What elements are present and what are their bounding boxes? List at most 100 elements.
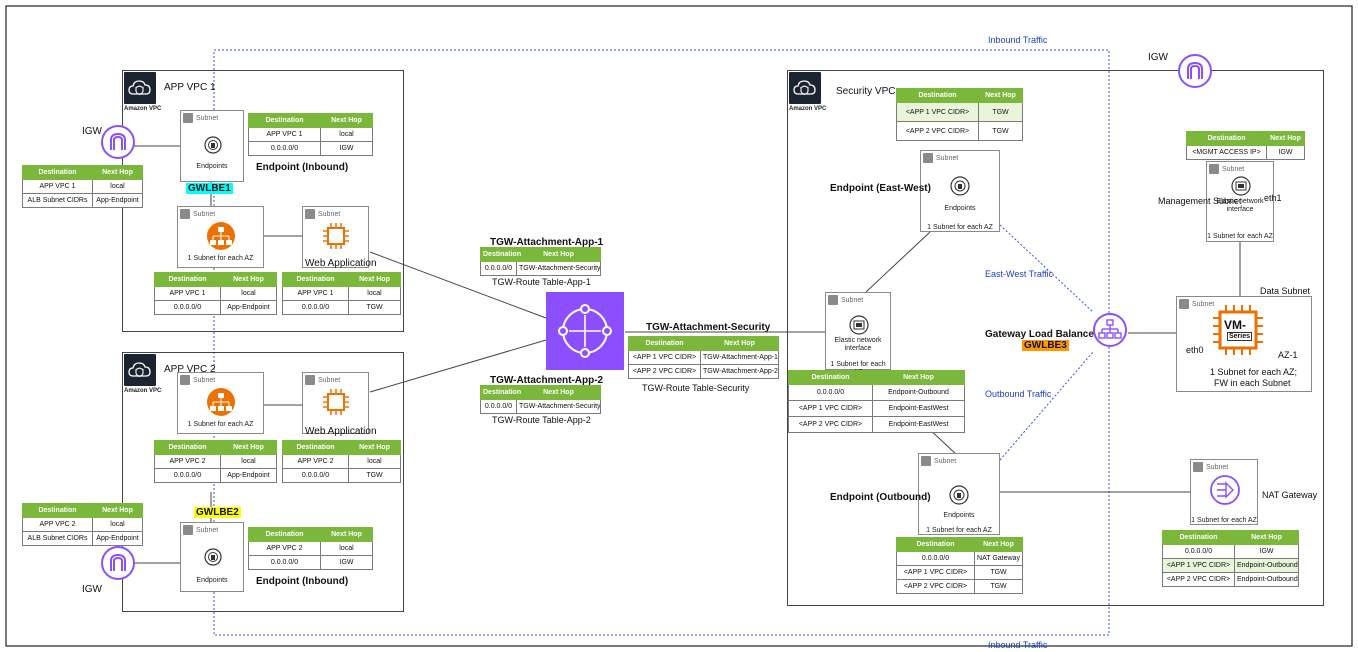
- az1-label: AZ-1: [1278, 350, 1298, 360]
- igw-arch-icon: [101, 546, 135, 580]
- app1-alb-subnet: Subnet 1 Subnet for each AZ: [177, 206, 264, 268]
- ec2-chip-icon: [323, 389, 349, 415]
- table-row: <MGMT ACCESS IP>IGW: [1186, 145, 1305, 160]
- gwlbe2-tag: GWLBE2: [194, 507, 241, 518]
- eth0-label: eth0: [1186, 345, 1204, 355]
- tgw-route-table-security-label: TGW-Route Table-Security: [642, 383, 750, 393]
- app-vpc2-frame: [122, 352, 404, 612]
- alb-icon: [207, 222, 235, 250]
- east-west-traffic-label: East-West Traffic: [985, 269, 1054, 279]
- igw-arch-icon: [101, 125, 135, 159]
- endpoint-icon: [949, 485, 969, 505]
- outbound-endpoint-subnet: Subnet Endpoints 1 Subnet for each AZ: [918, 453, 1000, 535]
- table-row: <APP 2 VPC CIDR>TGW-Attachment-App-2: [628, 364, 779, 379]
- vpc-cloud-icon: [124, 354, 156, 386]
- one-subnet-caption: 1 Subnet for each AZ: [927, 224, 993, 231]
- table-header: Next Hop: [92, 165, 143, 180]
- one-subnet-caption: 1 Subnet for each AZ: [1207, 233, 1273, 240]
- table-row: <APP 2 VPC CIDR>TGW: [896, 121, 1023, 141]
- nat-gateway-label: NAT Gateway: [1262, 490, 1318, 500]
- mgmt-subnet-label: Management Subnet: [1158, 196, 1242, 206]
- ec2-chip-icon: [323, 223, 349, 249]
- gwlbe1-tag: GWLBE1: [186, 183, 233, 194]
- one-subnet-caption: 1 Subnet for each AZ: [187, 255, 254, 262]
- eni-icon: [849, 315, 869, 335]
- inbound-traffic-label-bottom: Inbound Traffic: [988, 640, 1048, 650]
- data-subnet-label: Data Subnet: [1260, 286, 1311, 296]
- outbound-traffic-label: Outbound Traffic: [985, 389, 1052, 399]
- gwlbe3-tag: GWLBE3: [1022, 340, 1069, 351]
- igw-top-right-label: IGW: [1148, 52, 1168, 63]
- igw-arch-icon: [1178, 54, 1212, 88]
- igw-app1-label: IGW: [82, 126, 102, 137]
- page-frame: [5, 5, 1353, 647]
- vm-series-icon: [1213, 305, 1263, 355]
- fw-caption-line2: FW in each Subnet: [1214, 378, 1291, 388]
- gateway-lb-label: Gateway Load Balancer: [985, 329, 1098, 340]
- table-row: <APP 2 VPC CIDR>Endpoint-EastWest: [788, 416, 965, 433]
- eth1-label: eth1: [1264, 193, 1282, 203]
- tgw-attachment-security-label: TGW-Attachment-Security: [646, 322, 771, 333]
- security-vpc-title: Security VPC: [836, 86, 896, 97]
- one-subnet-caption: 1 Subnet for each AZ: [187, 421, 254, 428]
- eni-icon: [1231, 176, 1251, 196]
- app2-web-subnet: Subnet: [302, 372, 369, 434]
- eni-caption: Elastic network interface: [834, 337, 882, 352]
- table-row: <APP 1 VPC CIDR>Endpoint-EastWest: [788, 400, 965, 417]
- web2-tgw-link: [369, 339, 547, 393]
- table-row: <APP 1 VPC CIDR>TGW: [896, 565, 1023, 580]
- endpoints-caption: Endpoints: [944, 205, 976, 212]
- mgmt-subnet: Subnet Elastic network interface 1 Subne…: [1206, 161, 1274, 242]
- table-row: <APP 2 VPC CIDR>Endpoint-Outbound: [1162, 572, 1299, 587]
- amazon-vpc-caption: Amazon VPC: [789, 106, 827, 112]
- app1-web-subnet: Subnet: [302, 206, 369, 268]
- endpoint-icon: [204, 548, 222, 566]
- table-header: Destination: [22, 165, 93, 180]
- table-row: <APP 2 VPC CIDR>TGW: [896, 579, 1023, 594]
- gateway-load-balancer-icon: [1093, 313, 1127, 347]
- security-vpc-frame: [787, 70, 1324, 606]
- app-vpc1-title: APP VPC 1: [164, 82, 216, 93]
- amazon-vpc-caption: Amazon VPC: [124, 388, 162, 394]
- one-subnet-caption: 1 Subnet for each AZ: [1191, 517, 1257, 524]
- endpoint-icon: [950, 176, 970, 196]
- endpoint-icon: [204, 136, 222, 154]
- app1-endpoint-subnet: Subnet Endpoints: [180, 110, 244, 182]
- eastwest-endpoint-subnet: Subnet Endpoints 1 Subnet for each AZ: [920, 150, 1000, 232]
- alb-icon: [207, 388, 235, 416]
- endpoint-outbound-label: Endpoint (Outbound): [830, 492, 931, 503]
- eni-caption: Elastic network interface: [1216, 198, 1264, 213]
- endpoints-caption: Endpoints: [943, 512, 975, 519]
- endpoint-inbound-1-label: Endpoint (Inbound): [256, 162, 349, 173]
- eni-subnet: Subnet Elastic network interface 1 Subne…: [825, 292, 891, 376]
- endpoint-eastwest-label: Endpoint (East-West): [830, 183, 931, 194]
- endpoints-caption: Endpoints: [196, 577, 228, 584]
- tgw-route-table-app2-label: TGW-Route Table-App-2: [492, 415, 591, 425]
- transit-gateway-icon: [546, 292, 624, 370]
- web-app-1-label: Web Application: [305, 258, 377, 269]
